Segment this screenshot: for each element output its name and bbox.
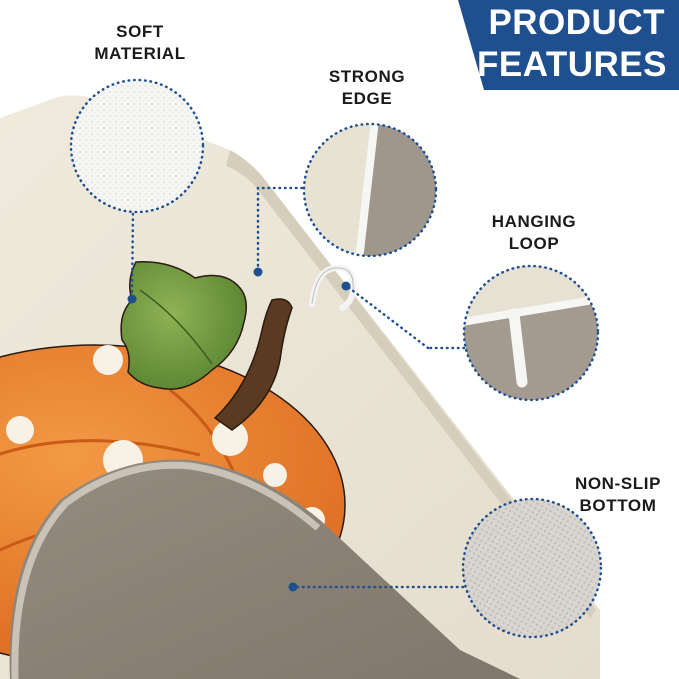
strong-edge-label: STRONG EDGE xyxy=(312,66,422,110)
pumpkin-leaf xyxy=(120,261,247,390)
soft-material-label: SOFT MATERIAL xyxy=(82,21,198,65)
soft-material-label-line-1: SOFT xyxy=(116,22,164,41)
banner-line-2: FEATURES xyxy=(476,45,667,84)
strong-edge-label-line-2: EDGE xyxy=(341,89,393,108)
mat-back-fold xyxy=(9,459,520,679)
mat-edge xyxy=(226,150,596,618)
soft-material-label-line-2: MATERIAL xyxy=(94,44,186,63)
hanging-loop-label-line-1: HANGING xyxy=(491,212,577,231)
non-slip-bottom-label: NON-SLIP BOTTOM xyxy=(566,473,670,517)
strong-edge-callout xyxy=(253,122,438,277)
mat-back-fold-edge xyxy=(11,461,321,679)
non-slip-bottom-label-line-1: NON-SLIP xyxy=(574,474,662,493)
strong-edge-label-line-1: STRONG xyxy=(328,67,406,86)
banner-line-1: PRODUCT xyxy=(488,3,665,42)
hanging-loop-label-line-2: LOOP xyxy=(508,234,560,253)
pumpkin-stem xyxy=(213,298,293,431)
hanging-loop-label: HANGING LOOP xyxy=(478,211,590,255)
non-slip-bottom-callout xyxy=(288,497,603,639)
non-slip-bottom-label-line-2: BOTTOM xyxy=(579,496,657,515)
soft-material-callout xyxy=(69,78,205,304)
